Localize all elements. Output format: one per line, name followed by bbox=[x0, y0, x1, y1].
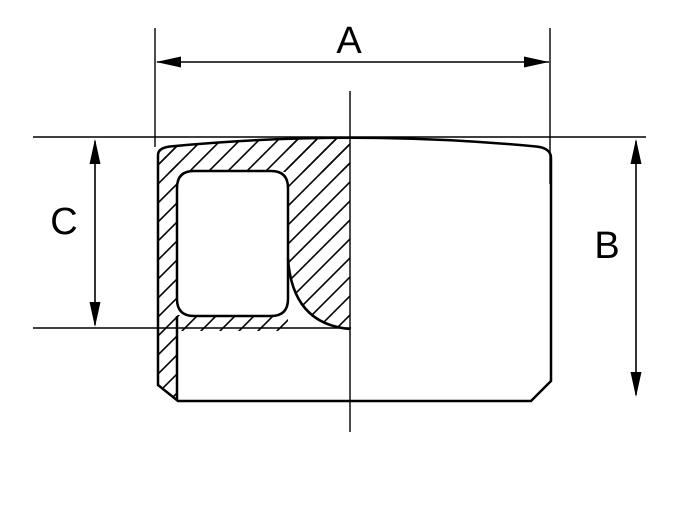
dimension-c: C bbox=[50, 139, 101, 327]
c-arrow-up bbox=[89, 139, 101, 164]
cap-outer-profile bbox=[156, 136, 553, 403]
hatch-under-socket bbox=[177, 315, 288, 331]
a-arrow-left bbox=[156, 56, 181, 68]
cap-body bbox=[156, 136, 553, 403]
dimension-b-label: B bbox=[594, 225, 619, 267]
b-arrow-up bbox=[630, 139, 642, 164]
socket-cavity bbox=[175, 169, 290, 318]
hatch-left-wall bbox=[158, 137, 178, 401]
dimension-c-label: C bbox=[50, 201, 77, 243]
dimension-a: A bbox=[156, 20, 549, 68]
a-arrow-right bbox=[524, 56, 549, 68]
c-arrow-down bbox=[89, 302, 101, 327]
dimension-b: B bbox=[594, 139, 642, 397]
bore-transition-curve bbox=[286, 257, 351, 331]
b-arrow-down bbox=[630, 372, 642, 397]
dimension-a-label: A bbox=[336, 20, 362, 62]
hatch-right-of-socket bbox=[287, 137, 350, 330]
